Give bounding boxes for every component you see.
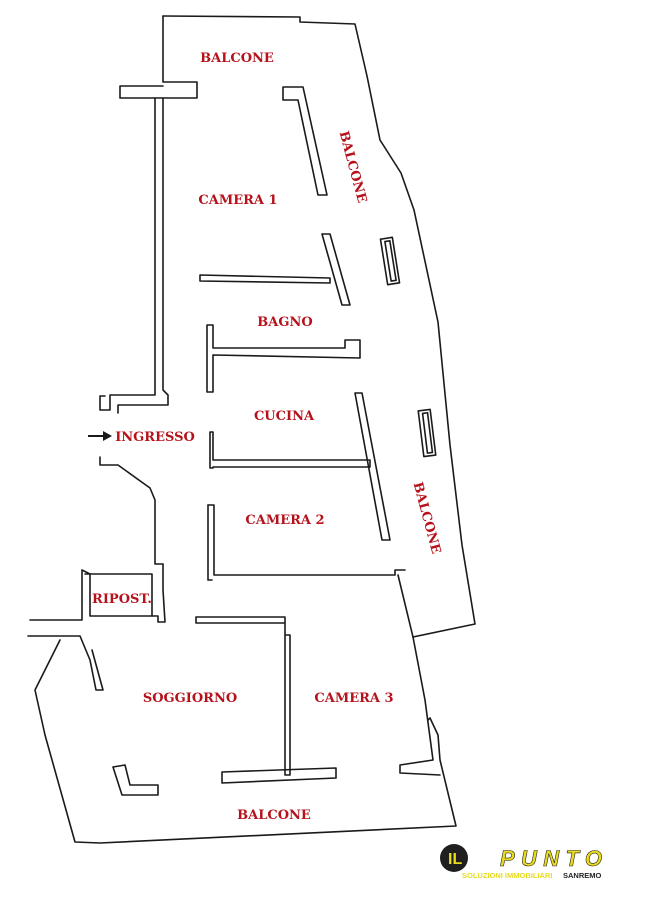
room-labels: BALCONE BALCONE CAMERA 1 BAGNO CUCINA IN… — [92, 51, 443, 823]
label-cucina: CUCINA — [254, 409, 315, 424]
label-camera-3: CAMERA 3 — [314, 691, 393, 706]
label-balcone-right-lower: BALCONE — [410, 481, 444, 556]
label-ingresso: INGRESSO — [115, 430, 195, 445]
label-balcone-top: BALCONE — [200, 51, 274, 66]
partitions — [112, 86, 406, 796]
walls — [27, 15, 476, 844]
label-balcone-right-upper: BALCONE — [336, 130, 370, 205]
label-balcone-bottom: BALCONE — [237, 808, 311, 823]
label-soggiorno: SOGGIORNO — [143, 691, 237, 706]
label-camera-1: CAMERA 1 — [198, 193, 277, 208]
planters — [379, 236, 437, 458]
label-bagno: BAGNO — [257, 315, 312, 330]
logo-brand: PUNTO — [500, 846, 602, 871]
label-ripost: RIPOST. — [92, 592, 152, 607]
logo-circle-icon — [440, 844, 468, 872]
logo-prefix: IL — [448, 851, 462, 868]
brand-logo: IL PUNTO SOLUZIONI IMMOBILIARI SANREMO — [440, 844, 602, 880]
logo-city: SANREMO — [563, 871, 602, 880]
entrance-arrow-icon — [88, 431, 112, 441]
label-camera-2: CAMERA 2 — [245, 513, 324, 528]
logo-tagline: SOLUZIONI IMMOBILIARI — [462, 871, 552, 880]
